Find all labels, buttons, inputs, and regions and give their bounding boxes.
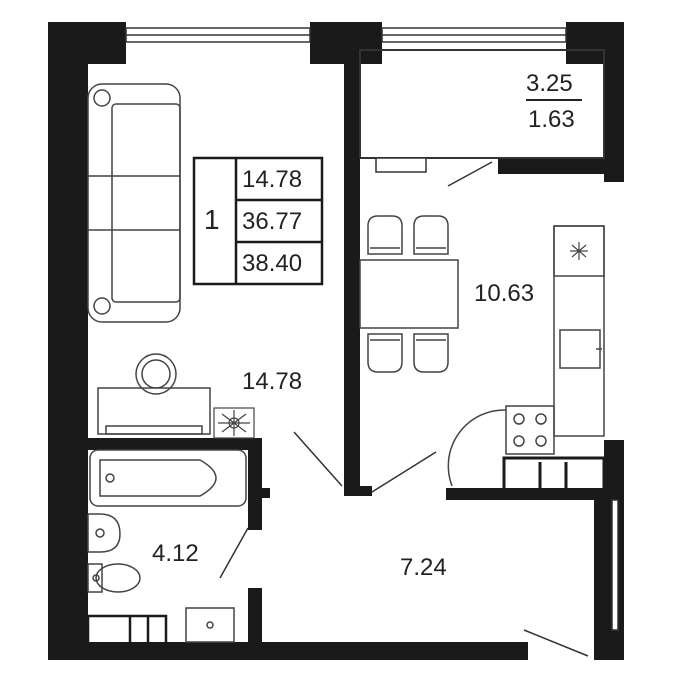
dining-table [359,215,459,373]
balcony-door [375,157,427,173]
wall-bottom-left [48,642,248,660]
entrance-door-swing [523,629,589,657]
summary-box [192,156,324,286]
hall-shelf [185,607,235,643]
wall-balcony-bottom [344,158,354,174]
hob-icon [570,242,588,260]
room-count: 1 [204,204,220,235]
kitchen-area-label: 10.63 [474,280,535,307]
walls [48,22,624,660]
wall-right-bottom [594,500,624,660]
wall-kitchen-bottom [446,488,604,500]
sink [87,513,121,553]
summary-total-with-balcony: 38.40 [242,250,303,277]
sofa [87,83,181,323]
desk [97,353,211,435]
windows [125,27,619,631]
kitchen-door-arc [447,409,507,487]
balcony-door-swing [447,161,493,187]
wall-center [344,22,360,492]
kitchen-counter [505,225,605,455]
living-door-swing [293,431,343,487]
balcony-outline [359,49,605,159]
living-room-area-label: 14.78 [242,368,303,395]
summary-total-area: 36.77 [242,208,303,235]
kitchen-door-swing [371,451,437,493]
wall-right-lower [604,440,624,500]
wall-center-foot [344,486,372,496]
wall-bath-right-lower [248,588,262,648]
balcony-area-label: 3.25 [526,70,573,97]
balcony-reduced-label: 1.63 [528,106,575,133]
wall-left [48,22,88,642]
wall-balcony-bottom-right [498,158,624,174]
wall-bath-top [86,438,262,450]
balcony [359,49,605,187]
bath-shelves [86,614,168,646]
summary-living-area: 14.78 [242,166,303,193]
plant [213,407,255,439]
bathroom-area-label: 4.12 [152,540,199,567]
wall-bottom-right [248,642,528,660]
wall-right-upper [604,22,624,182]
bathtub [89,449,247,507]
hall-cabinet [502,456,606,494]
window-right [611,499,619,631]
hallway-area-label: 7.24 [400,554,447,581]
wall-bath-nub [262,488,270,498]
wall-bath-right [248,438,262,530]
bath-door-swing [219,527,249,579]
toilet [87,563,141,593]
